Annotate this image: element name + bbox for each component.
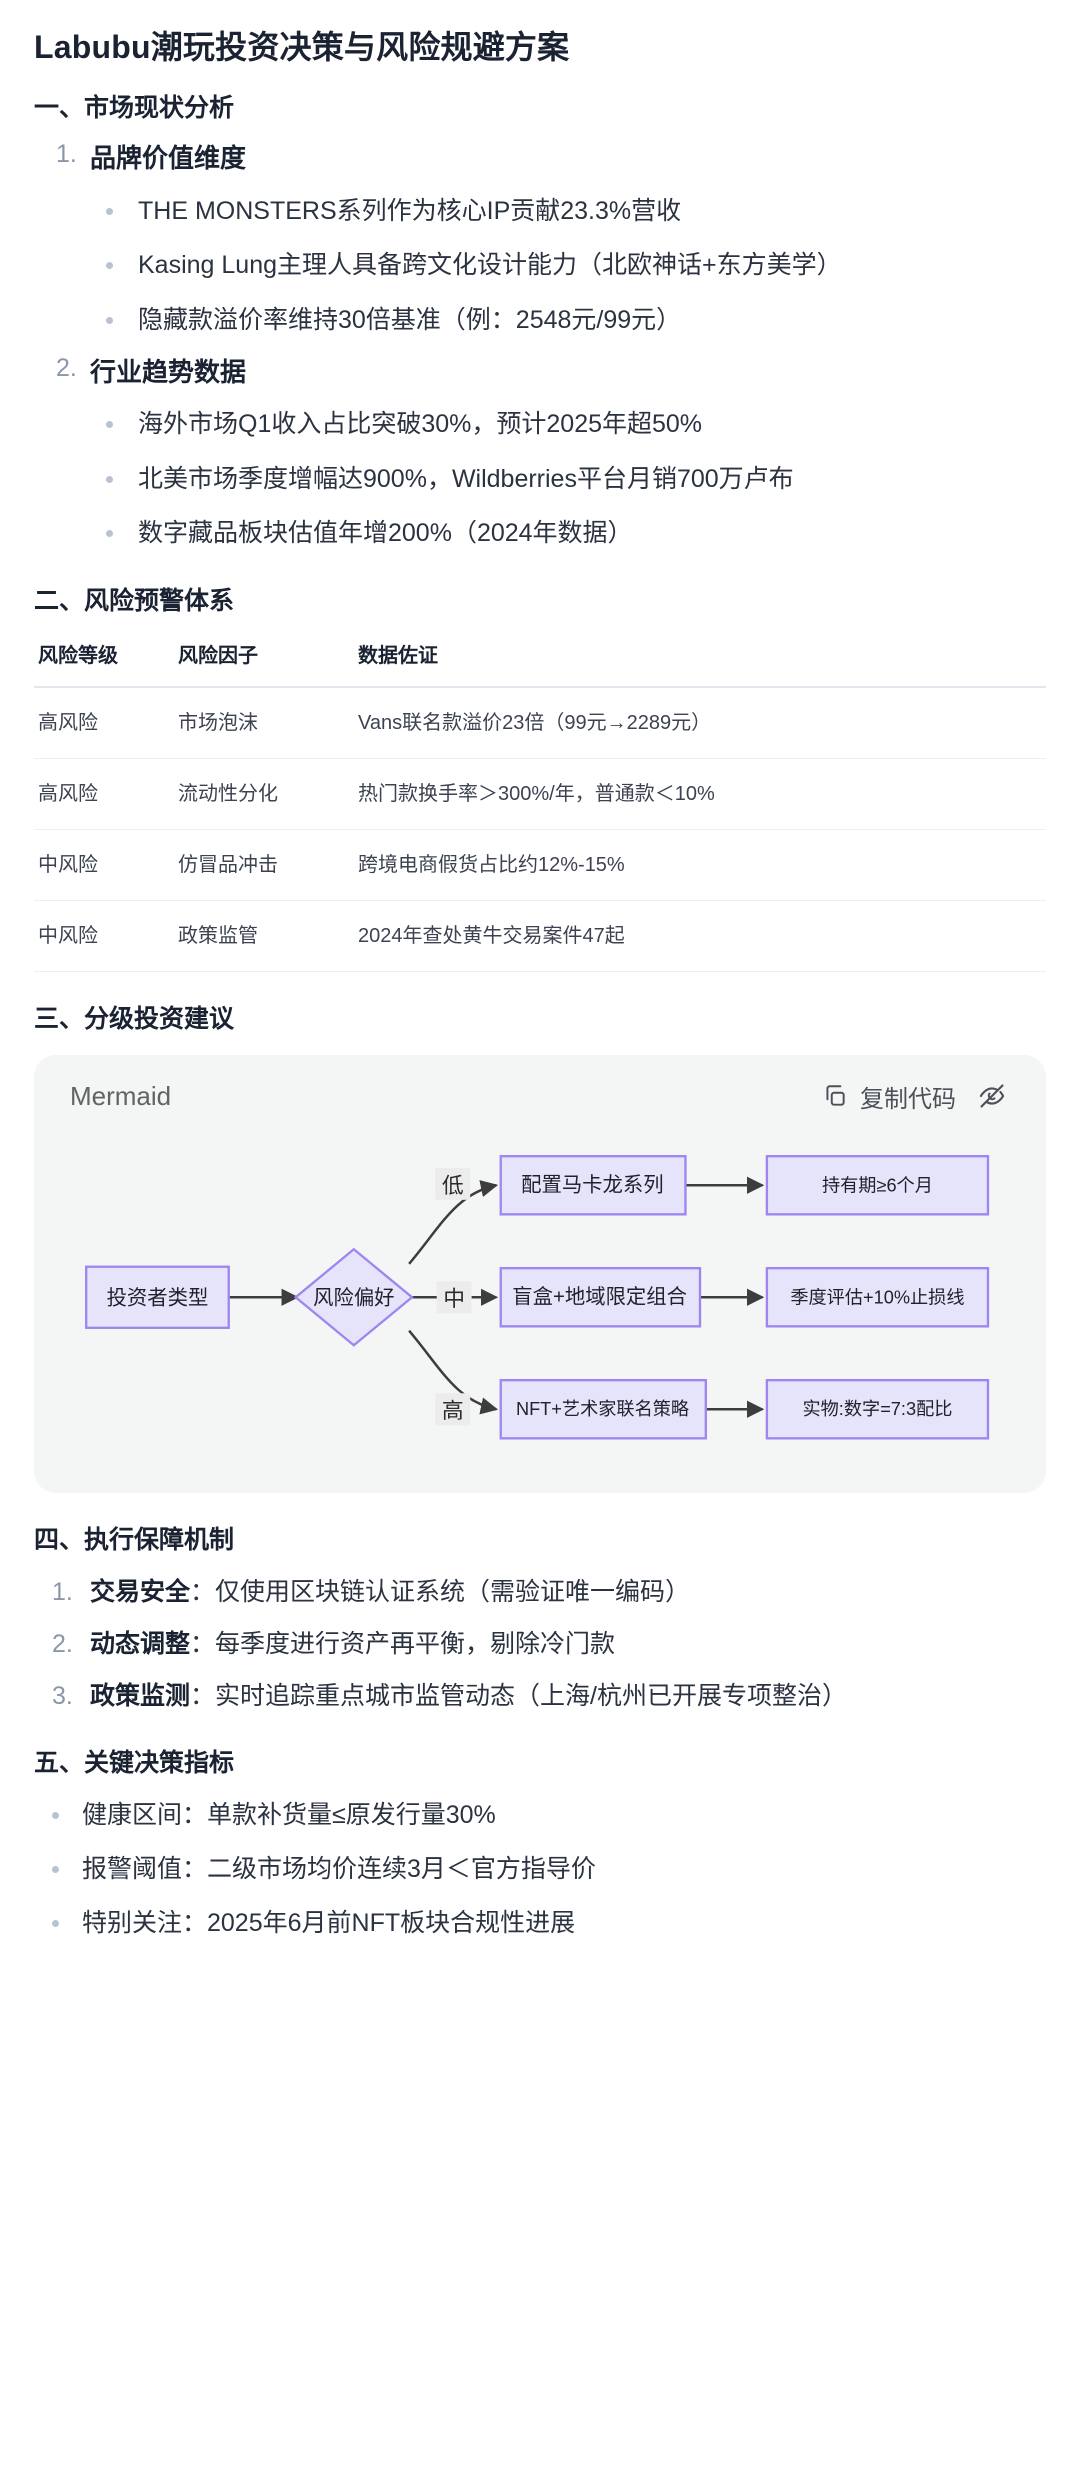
flow-node-label: NFT+艺术家联名策略: [516, 1399, 689, 1419]
table-row: 高风险 流动性分化 热门款换手率＞300%/年，普通款＜10%: [34, 758, 1046, 830]
flow-node-nft-artist[interactable]: [499, 1378, 707, 1440]
table-row: 中风险 仿冒品冲击 跨境电商假货占比约12%-15%: [34, 829, 1046, 901]
copy-code-label: 复制代码: [860, 1085, 956, 1113]
list-item: 政策监测：实时追踪重点城市监管动态（上海/杭州已开展专项整治）: [34, 1676, 1046, 1716]
section-heading-3: 三、分级投资建议: [34, 1004, 235, 1033]
mermaid-toolbar: Mermaid 复制代码: [60, 1079, 1020, 1114]
cell-risk-level: 高风险: [34, 758, 174, 830]
cell-evidence: 2024年查处黄牛交易案件47起: [354, 900, 1046, 972]
section-heading-4: 四、执行保障机制: [34, 1525, 235, 1554]
item-separator: ：: [190, 1577, 216, 1606]
market-analysis-list: 品牌价值维度 THE MONSTERS系列作为核心IP贡献23.3%营收 Kas…: [34, 140, 1046, 554]
flow-node-blindbox-region[interactable]: [499, 1266, 702, 1328]
flow-node-macaron-series[interactable]: [499, 1154, 687, 1216]
cell-risk-factor: 仿冒品冲击: [174, 829, 354, 901]
list-item: 报警阈值：二级市场均价连续3月＜官方指导价: [34, 1849, 1046, 1889]
cell-risk-level: 高风险: [34, 686, 174, 759]
section-heading-2: 二、风险预警体系: [34, 586, 235, 615]
edge-label-bg-low: [435, 1167, 471, 1200]
edge-n2-n3: [408, 1180, 499, 1265]
item-value: 每季度进行资产再平衡，剔除冷门款: [215, 1629, 616, 1658]
table-row: 中风险 政策监管 2024年查处黄牛交易案件47起: [34, 900, 1046, 972]
list-item: 动态调整：每季度进行资产再平衡，剔除冷门款: [34, 1624, 1046, 1664]
table-row: 高风险 市场泡沫 Vans联名款溢价23倍（99元→2289元）: [34, 686, 1046, 759]
cell-evidence: 跨境电商假货占比约12%-15%: [354, 829, 1046, 901]
section-heading-5: 五、关键决策指标: [34, 1748, 235, 1777]
list-item: 交易安全：仅使用区块链认证系统（需验证唯一编码）: [34, 1572, 1046, 1612]
cell-risk-factor: 流动性分化: [174, 758, 354, 830]
list-item: 海外市场Q1收入占比突破30%，预计2025年超50%: [90, 404, 1046, 445]
mermaid-action-group: 复制代码: [822, 1079, 1020, 1114]
item-value: 实时追踪重点城市监管动态（上海/杭州已开展专项整治）: [215, 1681, 847, 1710]
edge-n2-n7: [408, 1329, 499, 1415]
flow-node-label: 盲盒+地域限定组合: [512, 1285, 687, 1308]
copy-code-button[interactable]: 复制代码: [822, 1079, 956, 1114]
section-heading-1: 一、市场现状分析: [34, 94, 235, 123]
edge-label-bg-high: [435, 1393, 471, 1426]
edge-label-low: 低: [442, 1173, 464, 1198]
list-item: 隐藏款溢价率维持30倍基准（例：2548元/99元）: [90, 300, 1046, 341]
flow-node-physical-digital-ratio[interactable]: [765, 1378, 990, 1440]
edge-label-high: 高: [442, 1398, 464, 1423]
flow-node-quarterly-review[interactable]: [765, 1266, 990, 1328]
bullet-list: 海外市场Q1收入占比突破30%，预计2025年超50% 北美市场季度增幅达900…: [90, 404, 1046, 554]
cell-evidence: 热门款换手率＞300%/年，普通款＜10%: [354, 758, 1046, 830]
list-item: 数字藏品板块估值年增200%（2024年数据）: [90, 513, 1046, 554]
flow-node-risk-preference[interactable]: [293, 1247, 414, 1347]
copy-icon: [822, 1083, 848, 1109]
flow-node-label: 持有期≥6个月: [822, 1175, 933, 1195]
subsection-title: 品牌价值维度: [90, 143, 247, 174]
page-title: Labubu潮玩投资决策与风险规避方案: [34, 29, 570, 65]
list-item: 北美市场季度增幅达900%，Wildberries平台月销700万卢布: [90, 459, 1046, 500]
flowchart: 低 中 高 投资者类型 风险偏好 配置马卡龙系列 持有期≥6个月: [60, 1130, 1020, 1465]
flow-node-label: 配置马卡龙系列: [521, 1173, 664, 1196]
item-key: 政策监测: [90, 1681, 191, 1710]
list-item: THE MONSTERS系列作为核心IP贡献23.3%营收: [90, 191, 1046, 232]
subsection-title: 行业趋势数据: [90, 357, 247, 388]
execution-guarantee-list: 交易安全：仅使用区块链认证系统（需验证唯一编码） 动态调整：每季度进行资产再平衡…: [34, 1572, 1046, 1716]
cell-risk-factor: 市场泡沫: [174, 686, 354, 759]
column-header-risk-factor: 风险因子: [174, 632, 354, 688]
list-item: 特别关注：2025年6月前NFT板块合规性进展: [34, 1903, 1046, 1943]
flow-node-label: 投资者类型: [107, 1287, 209, 1310]
risk-table: 风险等级 风险因子 数据佐证 高风险 市场泡沫 Vans联名款溢价23倍（99元…: [34, 632, 1046, 972]
list-item: 品牌价值维度 THE MONSTERS系列作为核心IP贡献23.3%营收 Kas…: [34, 140, 1046, 340]
item-separator: ：: [190, 1629, 216, 1658]
code-language-label: Mermaid: [70, 1080, 172, 1111]
item-key: 交易安全: [90, 1577, 191, 1606]
flow-node-label: 实物:数字=7:3配比: [802, 1399, 952, 1419]
bullet-list: THE MONSTERS系列作为核心IP贡献23.3%营收 Kasing Lun…: [90, 191, 1046, 341]
list-item: 行业趋势数据 海外市场Q1收入占比突破30%，预计2025年超50% 北美市场季…: [34, 354, 1046, 554]
item-value: 仅使用区块链认证系统（需验证唯一编码）: [215, 1577, 691, 1606]
cell-risk-level: 中风险: [34, 829, 174, 901]
edge-label-mid: 中: [443, 1286, 465, 1311]
cell-risk-level: 中风险: [34, 900, 174, 972]
document-page: Labubu潮玩投资决策与风险规避方案 一、市场现状分析 品牌价值维度 THE …: [0, 0, 1080, 1997]
cell-evidence: Vans联名款溢价23倍（99元→2289元）: [354, 686, 1046, 759]
flow-node-holding-period[interactable]: [765, 1154, 990, 1216]
list-item: Kasing Lung主理人具备跨文化设计能力（北欧神话+东方美学）: [90, 245, 1046, 286]
edge-label-bg-mid: [436, 1281, 472, 1314]
toggle-preview-button[interactable]: [978, 1082, 1006, 1110]
item-separator: ：: [190, 1681, 216, 1710]
flow-node-label: 风险偏好: [313, 1287, 394, 1310]
column-header-evidence: 数据佐证: [354, 632, 1046, 688]
key-indicators-list: 健康区间：单款补货量≤原发行量30% 报警阈值：二级市场均价连续3月＜官方指导价…: [34, 1795, 1046, 1943]
flow-node-label: 季度评估+10%止损线: [790, 1287, 964, 1307]
cell-risk-factor: 政策监管: [174, 900, 354, 972]
column-header-risk-level: 风险等级: [34, 632, 174, 688]
flowchart-svg: 低 中 高 投资者类型 风险偏好 配置马卡龙系列 持有期≥6个月: [85, 1154, 990, 1440]
item-key: 动态调整: [90, 1629, 191, 1658]
eye-off-icon: [978, 1082, 1006, 1110]
list-item: 健康区间：单款补货量≤原发行量30%: [34, 1795, 1046, 1835]
flow-node-investor-type[interactable]: [85, 1265, 230, 1329]
table-header-row: 风险等级 风险因子 数据佐证: [34, 632, 1046, 688]
mermaid-code-card: Mermaid 复制代码: [34, 1054, 1046, 1493]
